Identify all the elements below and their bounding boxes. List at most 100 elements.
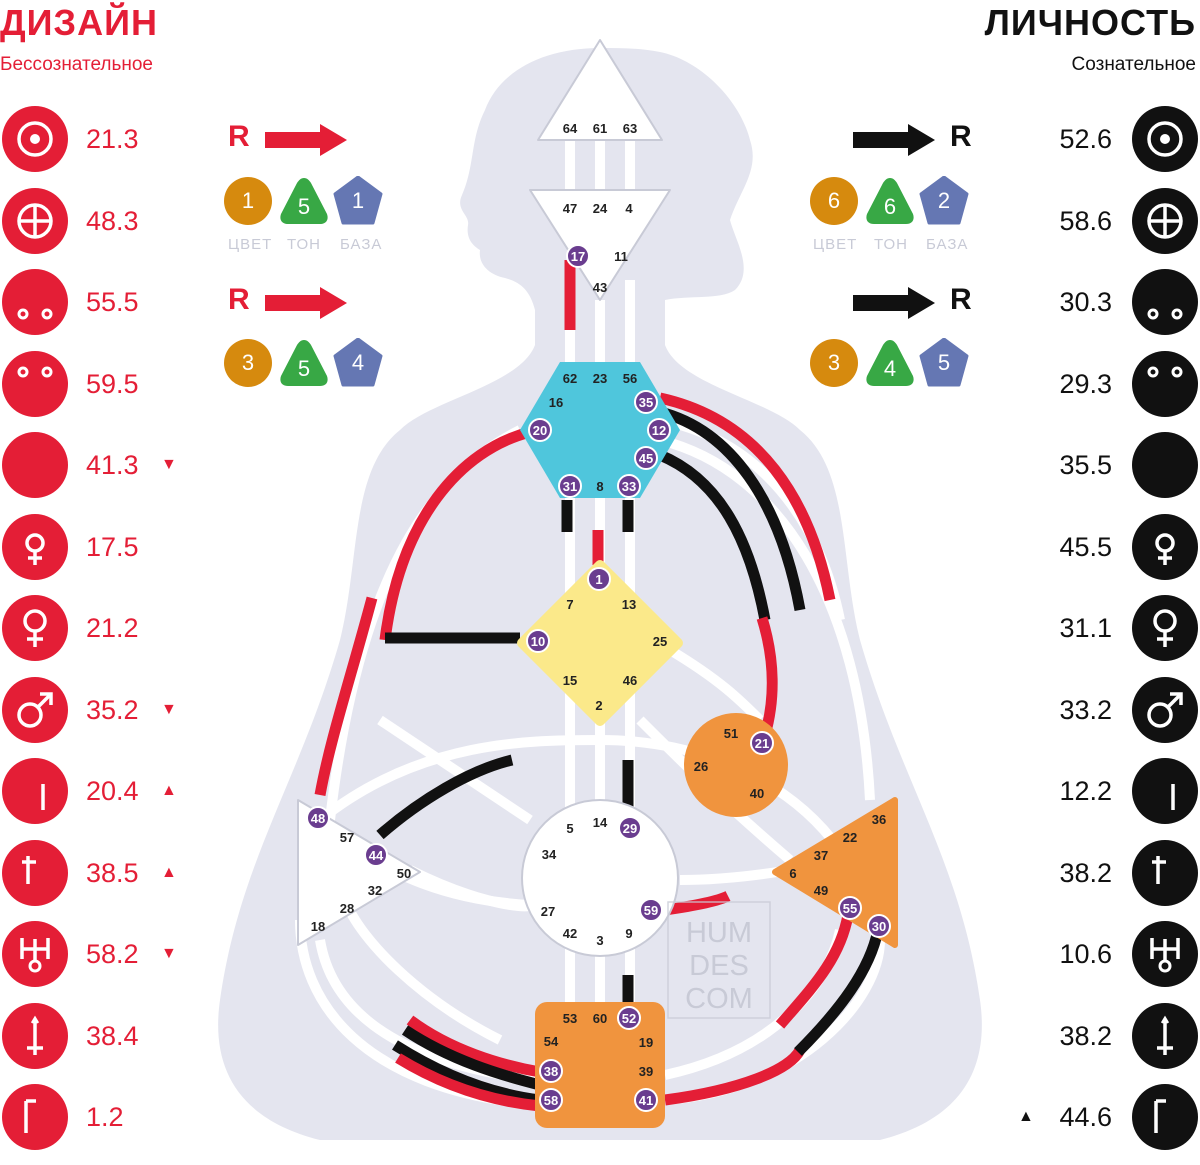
moon-icon bbox=[1132, 432, 1198, 498]
personality-value: 58.6 bbox=[1059, 205, 1112, 236]
design-tone-badge-2: 5 bbox=[279, 338, 329, 388]
gate-10: 10 bbox=[531, 634, 545, 649]
design-arrow2-label: R bbox=[228, 283, 250, 316]
gate-46: 46 bbox=[623, 673, 637, 688]
mercury-icon bbox=[1132, 513, 1198, 580]
gate-25: 25 bbox=[653, 634, 667, 649]
mars-icon bbox=[2, 676, 68, 743]
personality-value: 29.3 bbox=[1059, 368, 1112, 399]
gate-62: 62 bbox=[563, 371, 577, 386]
jupiter-icon bbox=[1132, 758, 1198, 824]
gate-4: 4 bbox=[625, 201, 633, 216]
design-value: 17.5 bbox=[86, 531, 139, 562]
personality-arrow1-label: R bbox=[950, 120, 972, 153]
channels-active bbox=[314, 260, 884, 1112]
gate-38-dot bbox=[539, 1059, 563, 1083]
personality-value: 33.2 bbox=[1059, 694, 1112, 725]
gate-21-dot bbox=[750, 731, 774, 755]
north-node-icon bbox=[2, 269, 68, 335]
gate-64: 64 bbox=[563, 121, 578, 136]
gate-39: 39 bbox=[639, 1064, 653, 1079]
design-value: 38.4 bbox=[86, 1020, 139, 1051]
design-color-badge-2: 3 bbox=[223, 338, 273, 388]
gate-12-dot bbox=[647, 418, 671, 442]
pluto-icon bbox=[1132, 1084, 1198, 1150]
design-color-badge-1: 1 bbox=[223, 176, 273, 226]
mercury-icon bbox=[2, 513, 68, 580]
watermark-line: DES bbox=[689, 950, 749, 982]
design-marker: ▼ bbox=[161, 700, 177, 718]
design-marker: ▲ bbox=[161, 782, 177, 799]
gate-36: 36 bbox=[872, 812, 886, 827]
gate-19: 19 bbox=[639, 1035, 653, 1050]
gate-38: 38 bbox=[544, 1064, 558, 1079]
personality-color-label: ЦВЕТ bbox=[813, 236, 858, 253]
watermark bbox=[667, 901, 771, 1019]
design-value: 1.2 bbox=[86, 1102, 124, 1132]
sun-icon bbox=[1132, 106, 1198, 172]
personality-base-badge-1: 2 bbox=[919, 176, 969, 226]
gate-15: 15 bbox=[563, 673, 577, 688]
personality-value: 31.1 bbox=[1059, 613, 1112, 643]
personality-base-badge-2: 5 bbox=[919, 338, 969, 388]
gate-20: 20 bbox=[533, 423, 547, 438]
personality-value: 12.2 bbox=[1059, 776, 1112, 806]
gate-2: 2 bbox=[595, 698, 602, 713]
personality-value: 52.6 bbox=[1059, 124, 1112, 154]
gate-11: 11 bbox=[614, 249, 628, 264]
design-title: ДИЗАЙН bbox=[0, 2, 158, 43]
gate-6: 6 bbox=[789, 866, 796, 881]
gate-32: 32 bbox=[368, 883, 382, 898]
gate-44: 44 bbox=[369, 848, 384, 863]
design-tone-badge-1: 5 bbox=[279, 176, 329, 226]
personality-value: 45.5 bbox=[1059, 531, 1112, 562]
gate-58: 58 bbox=[544, 1093, 558, 1108]
watermark-line: HUM bbox=[686, 917, 752, 949]
watermark-line: COM bbox=[685, 983, 753, 1015]
center-spleen bbox=[297, 799, 421, 946]
gate-41: 41 bbox=[639, 1093, 653, 1108]
north-node-icon bbox=[1132, 269, 1198, 335]
center-g bbox=[517, 560, 683, 726]
design-base-label: БАЗА bbox=[340, 236, 383, 253]
gate-47: 47 bbox=[563, 201, 577, 216]
south-node-icon bbox=[1132, 350, 1198, 417]
personality-title: ЛИЧНОСТЬ bbox=[984, 2, 1196, 43]
center-head bbox=[537, 39, 663, 141]
uranus-icon bbox=[2, 921, 68, 987]
gate-8: 8 bbox=[596, 479, 603, 494]
venus-icon bbox=[2, 595, 68, 661]
design-value: 55.5 bbox=[86, 287, 139, 317]
jupiter-icon bbox=[2, 758, 68, 824]
center-sacral bbox=[521, 799, 679, 957]
personality-arrow1-icon bbox=[853, 124, 935, 156]
gate-29-dot bbox=[618, 816, 642, 840]
gate-61: 61 bbox=[593, 121, 607, 136]
gate-33: 33 bbox=[622, 479, 636, 494]
gate-5: 5 bbox=[566, 821, 573, 836]
gate-40: 40 bbox=[750, 786, 764, 801]
gate-1: 1 bbox=[595, 572, 602, 587]
personality-tone-badge-2: 4 bbox=[865, 338, 915, 388]
gate-33-dot bbox=[617, 474, 641, 498]
saturn-icon bbox=[1132, 839, 1198, 906]
neptune-icon bbox=[2, 1002, 68, 1069]
center-solar-plexus bbox=[772, 797, 898, 948]
gate-55-dot bbox=[838, 896, 862, 920]
gate-22: 22 bbox=[843, 830, 857, 845]
gate-35: 35 bbox=[639, 395, 653, 410]
design-base-badge-1: 1 bbox=[333, 176, 383, 226]
gate-42: 42 bbox=[563, 926, 577, 941]
gate-57: 57 bbox=[340, 830, 354, 845]
design-value: 48.3 bbox=[86, 205, 139, 236]
pluto-icon bbox=[2, 1084, 68, 1150]
gate-44-dot bbox=[364, 843, 388, 867]
gate-31-dot bbox=[558, 474, 582, 498]
design-value: 38.5 bbox=[86, 857, 139, 888]
personality-value: 35.5 bbox=[1059, 450, 1112, 480]
gate-51: 51 bbox=[724, 726, 738, 741]
gate-35-dot bbox=[634, 390, 658, 414]
center-ajna bbox=[529, 189, 671, 301]
gate-58-dot bbox=[539, 1088, 563, 1112]
